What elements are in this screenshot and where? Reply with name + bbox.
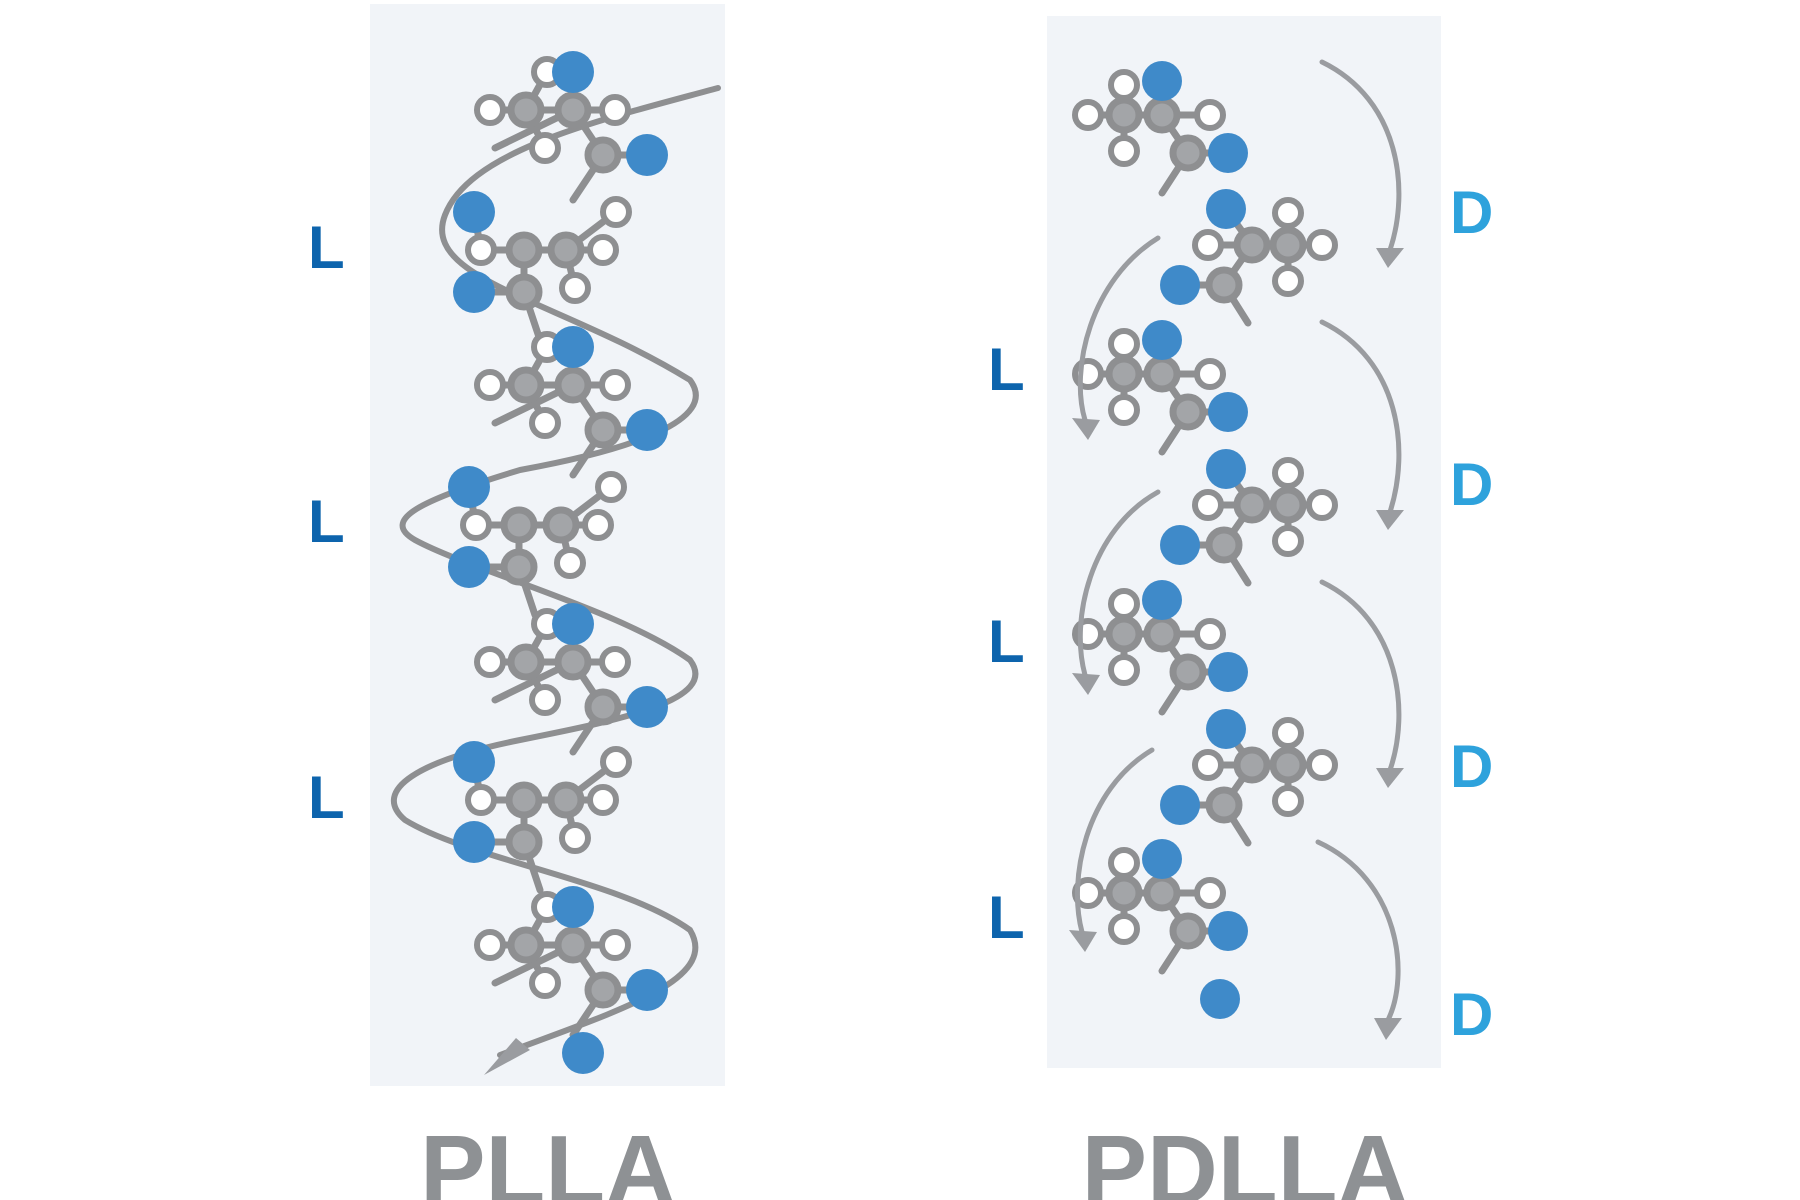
pdlla-label-d: D [1450,179,1493,246]
pdlla-arrowhead [1072,673,1100,695]
plla-structure: L L L PLLA [308,4,725,1200]
pdlla-arrowhead [1376,510,1404,530]
plla-label-l: L [308,214,345,281]
pdlla-arrowhead [1376,768,1404,788]
pdlla-label-l: L [988,608,1025,675]
plla-label-l: L [308,488,345,555]
pdlla-arrowhead [1069,930,1097,952]
pdlla-terminal-oxygen [1200,979,1240,1019]
pdlla-arrow-right [1319,319,1402,515]
pdlla-label-l: L [988,336,1025,403]
pdlla-label-l: L [988,884,1025,951]
pdlla-arrow-left [1074,747,1155,935]
pdlla-arrowhead [1376,248,1404,268]
pdlla-arrow-left [1077,235,1161,423]
pdlla-label-d: D [1450,733,1493,800]
pdlla-arrow-right [1315,839,1401,1023]
pdlla-title: PDLLA [1082,1115,1409,1200]
pdlla-arrowhead [1072,418,1100,440]
pdlla-arrowhead [1374,1018,1402,1040]
plla-helix-arrowhead [484,1038,530,1075]
plla-terminal-oxygen [562,1032,604,1074]
pdlla-arrow-left [1077,489,1161,678]
pdlla-label-d: D [1450,981,1493,1048]
pdlla-arrow-right [1319,579,1402,773]
pdlla-label-d: D [1450,451,1493,518]
pdlla-arrow-right [1319,59,1402,253]
plla-title: PLLA [420,1115,676,1200]
plla-label-l: L [308,764,345,831]
pdlla-structure: L L L L D D D D PDLLA [988,16,1493,1200]
